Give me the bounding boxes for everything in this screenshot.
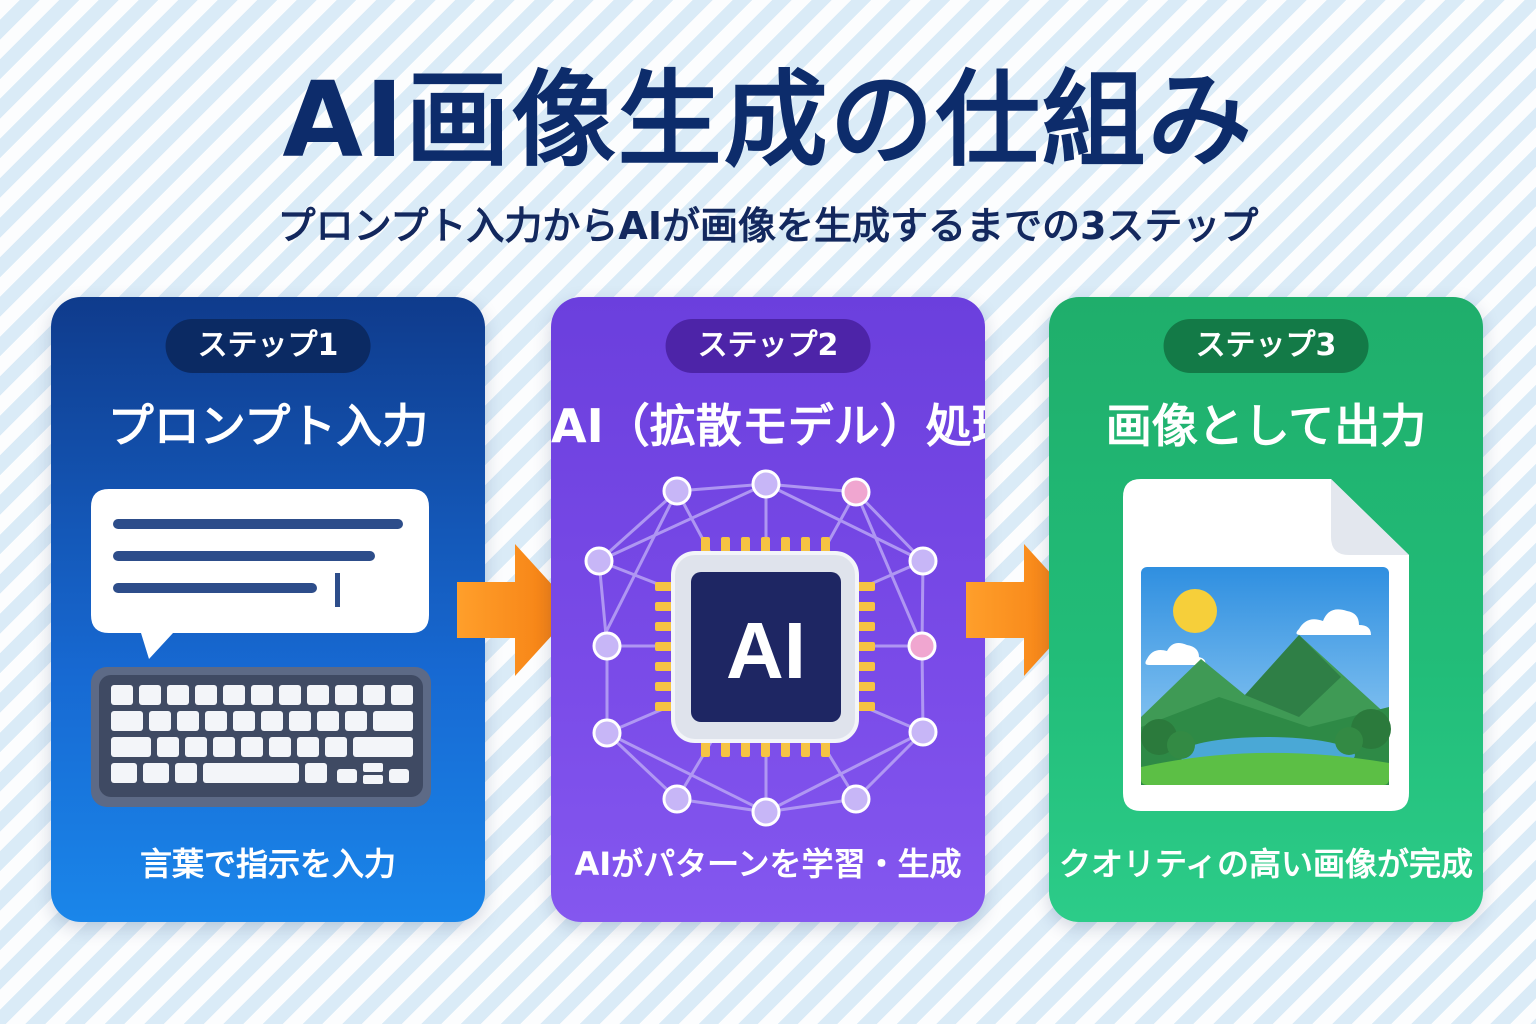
speech-bubble-icon (91, 489, 429, 659)
neural-network-icon (584, 469, 938, 827)
step-3-illustration (1123, 479, 1409, 811)
step-2-heading: AI（拡散モデル）処理 (551, 399, 985, 453)
step-2-illustration: AI (584, 469, 938, 827)
step-2-caption: AIがパターンを学習・生成 (574, 845, 962, 883)
step-1-badge: ステップ1 (165, 319, 371, 373)
step-3-badge: ステップ3 (1163, 319, 1369, 373)
step-1-illustration (91, 489, 431, 807)
ai-chip-icon: AI (655, 537, 875, 757)
step-2-card: ステップ2 AI（拡散モデル）処理 (551, 297, 985, 922)
step-1-heading: プロンプト入力 (107, 399, 429, 453)
step-3-caption: クオリティの高い画像が完成 (1058, 845, 1474, 883)
keyboard-icon (91, 667, 431, 807)
step-1-card: ステップ1 プロンプト入力 言葉で指示を入力 (51, 297, 485, 922)
landscape-icon (1141, 567, 1391, 785)
step-3-heading: 画像として出力 (1105, 399, 1427, 453)
step-2-badge: ステップ2 (665, 319, 871, 373)
step-3-card: ステップ3 画像として出力 クオリティの高い画像が完成 (1049, 297, 1483, 922)
page-subtitle: プロンプト入力からAIが画像を生成するまでの3ステップ (277, 204, 1259, 248)
chip-label: AI (726, 606, 806, 695)
right-arrow-icon (457, 544, 575, 676)
step-1-caption: 言葉で指示を入力 (139, 845, 396, 883)
right-arrow-icon (966, 544, 1084, 676)
page-title: AI画像生成の仕組み (282, 59, 1254, 181)
